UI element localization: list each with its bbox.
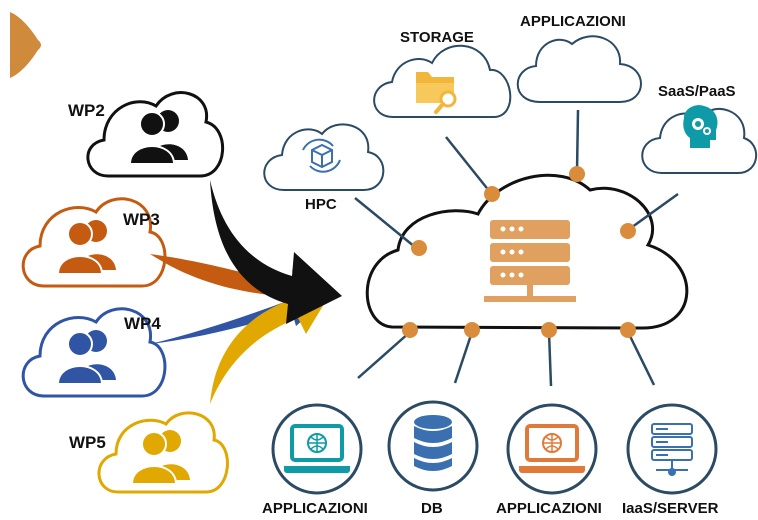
wp2-people-icon [128, 110, 188, 165]
wp5-label: WP5 [69, 433, 106, 452]
node-applicazioni-top [569, 166, 585, 182]
wp2-arrow [210, 180, 342, 324]
iaas-server-label: IaaS/SERVER [622, 500, 719, 517]
db-circle [387, 400, 479, 492]
wp3-cloud [21, 197, 167, 288]
laptop-globe-orange-icon [519, 424, 585, 473]
wp2-label: WP2 [68, 101, 105, 120]
connector-lines [354, 109, 679, 387]
wp5-people-icon [130, 430, 190, 485]
folder-search-icon [416, 72, 457, 114]
node-saas [620, 223, 636, 239]
wp3-label: WP3 [123, 210, 160, 229]
play-marker-icon [10, 12, 41, 78]
database-icon [414, 415, 452, 471]
saas-paas-label: SaaS/PaaS [658, 83, 736, 100]
db-label: DB [421, 500, 443, 517]
connection-nodes [402, 166, 636, 338]
wp4-people-icon [56, 330, 116, 385]
server-rack-icon [651, 423, 693, 476]
gear-head-icon [683, 105, 718, 148]
wp4-cloud [21, 307, 167, 398]
storage-label: STORAGE [400, 29, 474, 46]
applicazioni-bottom-2-label: APPLICAZIONI [496, 500, 602, 517]
wp3-people-icon [56, 220, 116, 275]
node-storage [484, 186, 500, 202]
central-server-icon [484, 220, 576, 302]
applicazioni-top-label: APPLICAZIONI [520, 13, 626, 30]
hpc-label: HPC [305, 196, 337, 213]
hpc-cloud [263, 123, 385, 191]
applicazioni-bottom-1-label: APPLICAZIONI [262, 500, 368, 517]
node-hpc [411, 240, 427, 256]
node-app-bottom-2 [541, 322, 557, 338]
applicazioni-top-cloud [516, 35, 642, 103]
cube-cycle-icon [302, 138, 341, 173]
node-db [464, 322, 480, 338]
node-iaas [620, 322, 636, 338]
node-app-bottom-1 [402, 322, 418, 338]
laptop-globe-icon [284, 424, 350, 473]
wp4-label: WP4 [124, 314, 161, 333]
wp3-arrow [150, 254, 330, 312]
